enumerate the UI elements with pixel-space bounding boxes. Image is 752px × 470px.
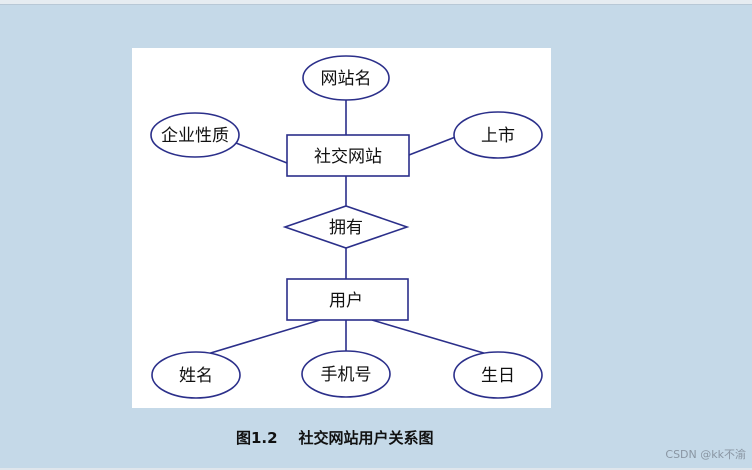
attribute-user-birthday-ellipse (453, 351, 543, 399)
attribute-site-nature-ellipse (150, 112, 240, 158)
window-top-strip (0, 0, 752, 5)
edge-user-name (203, 319, 321, 356)
attribute-user-birthday-label: 生日 (481, 366, 515, 386)
attribute-user-name-label: 姓名 (179, 366, 213, 386)
entity-user-box (286, 278, 409, 321)
edge-site-nature (235, 142, 288, 164)
attribute-user-phone-label: 手机号 (321, 365, 372, 385)
entity-site-box (286, 134, 410, 177)
edge-site-listed (408, 135, 459, 156)
er-diagram: 网站名 企业性质 上市 社交网站 拥有 用户 姓名 手机号 生日 (132, 48, 551, 408)
attribute-site-name-ellipse (302, 55, 390, 101)
csdn-watermark: CSDN @kk不渝 (665, 448, 746, 461)
entity-user-label: 用户 (329, 291, 363, 311)
figure-caption: 图1.2 社交网站用户关系图 (236, 429, 434, 447)
attribute-site-nature-label: 企业性质 (161, 126, 229, 146)
attribute-site-name-label: 网站名 (321, 69, 372, 89)
attribute-site-listed-label: 上市 (481, 126, 515, 146)
window-bottom-strip (0, 468, 752, 470)
edge-user-birthday (371, 319, 488, 355)
attribute-user-phone-ellipse (301, 350, 391, 398)
relationship-label: 拥有 (329, 218, 363, 238)
attribute-user-name-ellipse (151, 351, 241, 399)
attribute-site-listed-ellipse (453, 111, 543, 159)
er-diagram-svg: 网站名 企业性质 上市 社交网站 拥有 用户 姓名 手机号 生日 (150, 55, 543, 399)
relationship-diamond (282, 205, 410, 249)
entity-site-label: 社交网站 (314, 147, 382, 167)
